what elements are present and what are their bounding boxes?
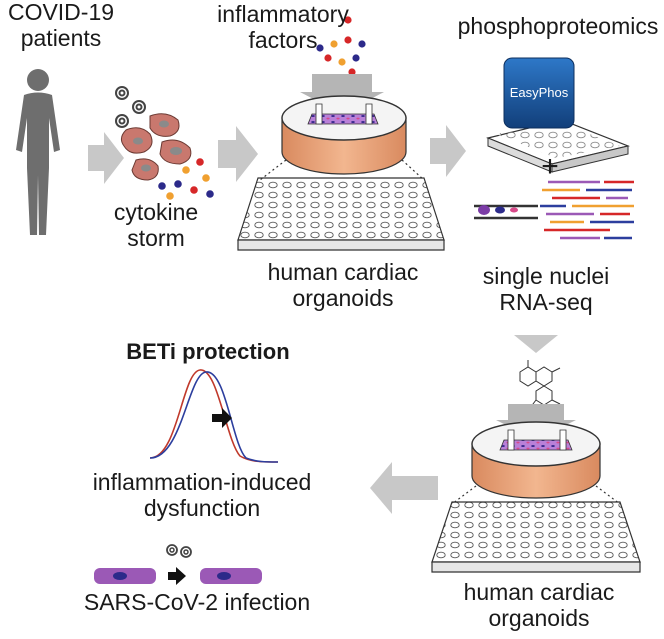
- hco-bot-line1: human cardiac: [463, 579, 615, 605]
- beti-protection-title: BETi protection: [126, 339, 290, 364]
- inflammatory-factors-label: inflammatory factors: [198, 1, 368, 54]
- covid-label-line2: patients: [20, 24, 102, 51]
- contraction-curves: [149, 369, 279, 463]
- dysf-line1: inflammation-induced: [92, 469, 312, 495]
- hco-top-label: human cardiac organoids: [248, 259, 438, 312]
- inflammatory-factor-dots-icon: [316, 16, 366, 76]
- patient-silhouette-icon: [16, 69, 60, 235]
- flow-arrow-3: [430, 125, 466, 177]
- flow-arrow-left: [370, 462, 438, 514]
- sequencing-reads-icon: [474, 180, 634, 240]
- plus-sign: +: [541, 150, 559, 183]
- inflam-label-line1: inflammatory: [217, 1, 349, 27]
- snrna-seq-label: single nuclei RNA-seq: [456, 263, 636, 316]
- cardiomyocyte-infection-icon: [94, 544, 262, 585]
- dysf-line2: dysfunction: [143, 494, 261, 521]
- covid-label-line1: COVID-19: [7, 0, 115, 25]
- phosphoproteomics-label: phosphoproteomics: [457, 13, 659, 39]
- easyphos-plate-icon: EasyPhos: [486, 57, 630, 173]
- dysfunction-label: inflammation-induced dysfunction: [52, 469, 352, 522]
- hco-top-line1: human cardiac: [267, 259, 419, 285]
- cytokine-label-line2: storm: [127, 224, 185, 251]
- snrna-line1: single nuclei: [482, 263, 610, 289]
- cytokine-label-line1: cytokine: [113, 199, 199, 225]
- flow-arrow-1: [88, 132, 124, 184]
- snrna-line2: RNA-seq: [499, 288, 593, 315]
- flow-arrow-2: [218, 126, 258, 182]
- sars-cov-2-infection-label: SARS-CoV-2 infection: [83, 589, 311, 615]
- hco-top-line2: organoids: [292, 284, 394, 311]
- cytokine-storm-label: cytokine storm: [96, 199, 216, 252]
- covid-patients-label: COVID-19 patients: [0, 0, 122, 52]
- culture-dish-top: [259, 74, 425, 181]
- culture-dish-bottom: [451, 404, 621, 505]
- well-plate-bottom: [431, 501, 641, 573]
- cytokine-dots-icon: [158, 158, 214, 200]
- beti-molecule-icon: [519, 360, 561, 409]
- inflam-label-line2: factors: [248, 26, 318, 53]
- easyphos-logo-text: EasyPhos: [510, 85, 569, 100]
- hco-bottom-label: human cardiac organoids: [444, 579, 634, 632]
- flow-arrow-down: [514, 335, 558, 353]
- hco-bot-line2: organoids: [488, 604, 590, 631]
- virus-particles-icon: [115, 86, 146, 128]
- well-plate-top: [237, 177, 445, 251]
- immune-cells-icon: [120, 113, 192, 181]
